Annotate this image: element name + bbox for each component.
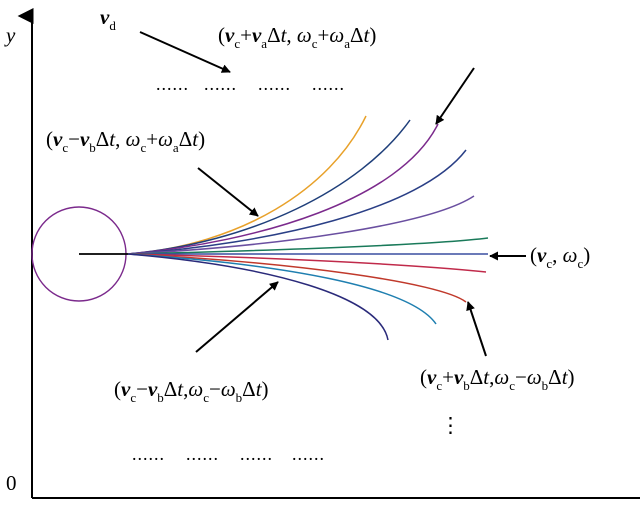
upper-left-label: (vc−vbΔt, ωc+ωaΔt) [46, 127, 205, 155]
bottom-ellipsis-4: ...... [292, 444, 325, 464]
vertical-ellipsis: ⋮ [440, 413, 461, 437]
trajectory-curve-6 [127, 237, 489, 255]
upper-left-arrow [197, 167, 259, 217]
trajectory-fan [127, 115, 489, 341]
trajectory-curve-4 [127, 149, 467, 255]
vd-arrow [139, 31, 231, 73]
trajectory-curve-2 [127, 119, 411, 255]
top-right-arrow [435, 67, 475, 125]
trajectory-curve-8 [127, 253, 487, 273]
y-axis-label: y [4, 23, 16, 47]
vd-label: vd [100, 5, 116, 33]
trajectory-curve-5 [127, 195, 475, 255]
lower-left-label: (vc−vbΔt,ωc−ωbΔt) [114, 377, 269, 405]
trajectory-curve-10 [127, 253, 437, 325]
lower-left-arrow [195, 281, 279, 353]
origin-label: 0 [6, 471, 17, 495]
bottom-ellipsis-2: ...... [186, 444, 219, 464]
lower-right-arrow [466, 301, 487, 357]
top-ellipsis-1: ...... [156, 74, 189, 94]
trajectory-curve-3 [127, 123, 439, 255]
bottom-ellipsis-1: ...... [132, 444, 165, 464]
top-ellipsis-4: ...... [312, 74, 345, 94]
trajectory-curve-11 [127, 253, 389, 341]
top-ellipsis-row: ...... ...... ...... ...... [156, 74, 345, 94]
top-ellipsis-3: ...... [258, 74, 291, 94]
top-right-label: (vc+vaΔt, ωc+ωaΔt) [218, 23, 376, 51]
bottom-ellipsis-row: ...... ...... ...... ...... [132, 444, 325, 464]
center-right-label: (vc, ωc) [530, 243, 590, 271]
bottom-ellipsis-3: ...... [240, 444, 273, 464]
lower-right-label: (vc+vbΔt,ωc−ωbΔt) [420, 365, 575, 393]
top-ellipsis-2: ...... [204, 74, 237, 94]
trajectory-curve-9 [127, 253, 467, 303]
